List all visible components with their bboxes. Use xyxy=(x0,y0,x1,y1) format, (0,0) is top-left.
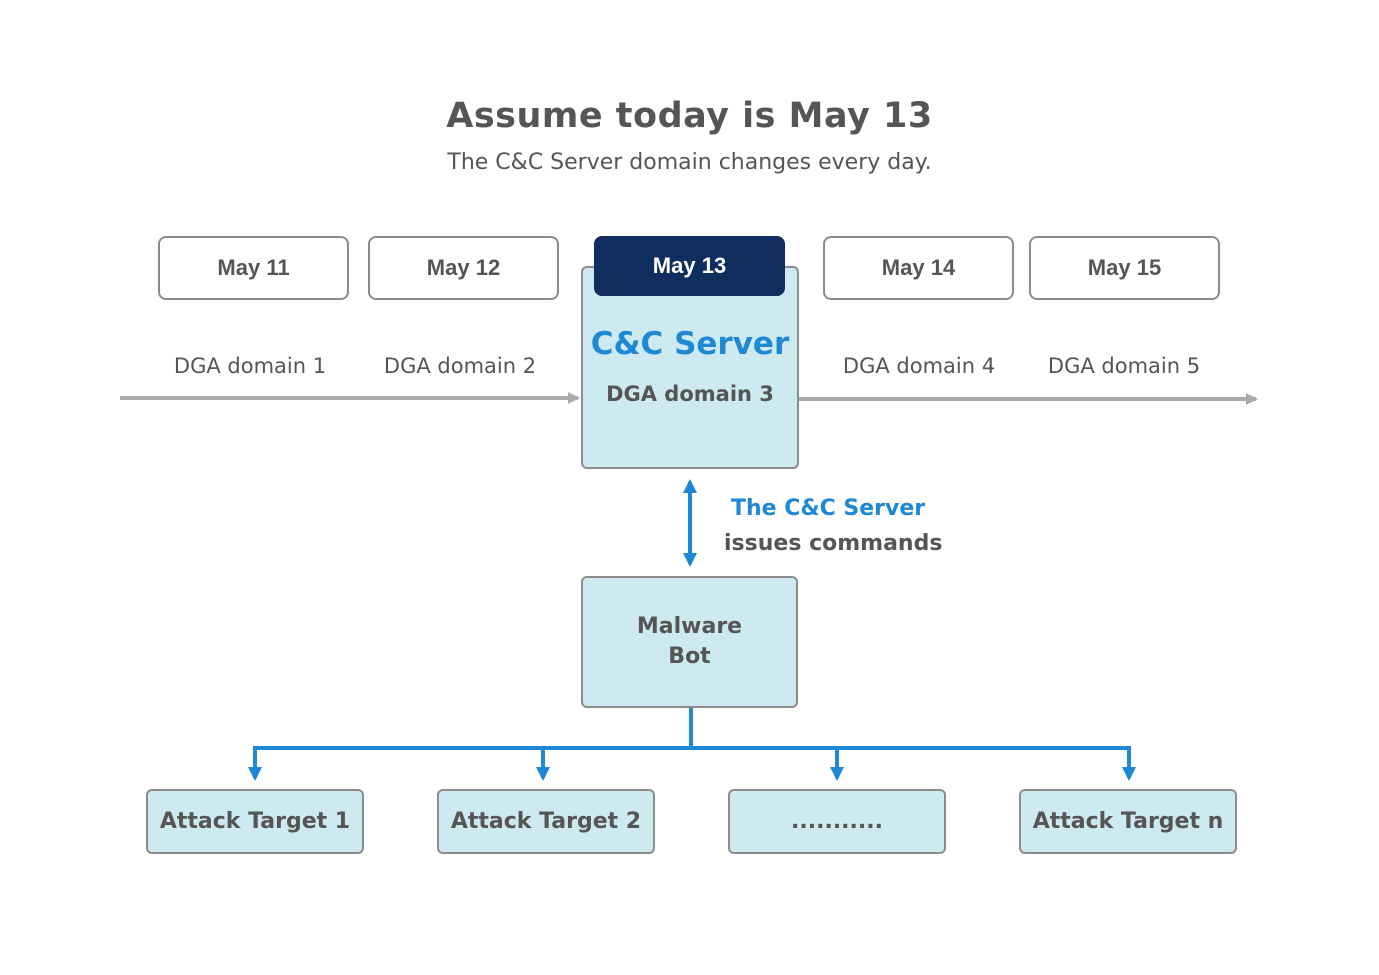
date-box-may-14: May 14 xyxy=(823,236,1014,300)
malware-bot-label-line-2: Bot xyxy=(668,644,711,669)
dga-domain-1-label: DGA domain 1 xyxy=(173,354,327,378)
dga-domain-5-label: DGA domain 5 xyxy=(1047,354,1201,378)
date-box-may-13-today: May 13 xyxy=(594,236,785,296)
page-subtitle: The C&C Server domain changes every day. xyxy=(447,150,932,175)
dga-domain-4-label: DGA domain 4 xyxy=(842,354,996,378)
cc-server-title: C&C Server xyxy=(590,326,790,362)
attack-target-ellipsis-box: ........... xyxy=(728,789,946,854)
dga-domain-2-label: DGA domain 2 xyxy=(383,354,537,378)
attack-target-1-box: Attack Target 1 xyxy=(146,789,364,854)
page-title: Assume today is May 13 xyxy=(446,96,933,136)
attack-target-2-box: Attack Target 2 xyxy=(437,789,655,854)
malware-bot-label-line-1: Malware xyxy=(636,614,743,639)
date-box-may-12: May 12 xyxy=(368,236,559,300)
command-label-line-1: The C&C Server xyxy=(731,496,926,521)
date-box-may-11: May 11 xyxy=(158,236,349,300)
cc-server-domain: DGA domain 3 xyxy=(606,382,774,406)
command-label-line-2: issues commands xyxy=(724,531,943,556)
malware-bot-box: Malware Bot xyxy=(581,576,798,708)
date-box-may-15: May 15 xyxy=(1029,236,1220,300)
cc-server-box xyxy=(581,266,799,469)
attack-target-n-box: Attack Target n xyxy=(1019,789,1237,854)
